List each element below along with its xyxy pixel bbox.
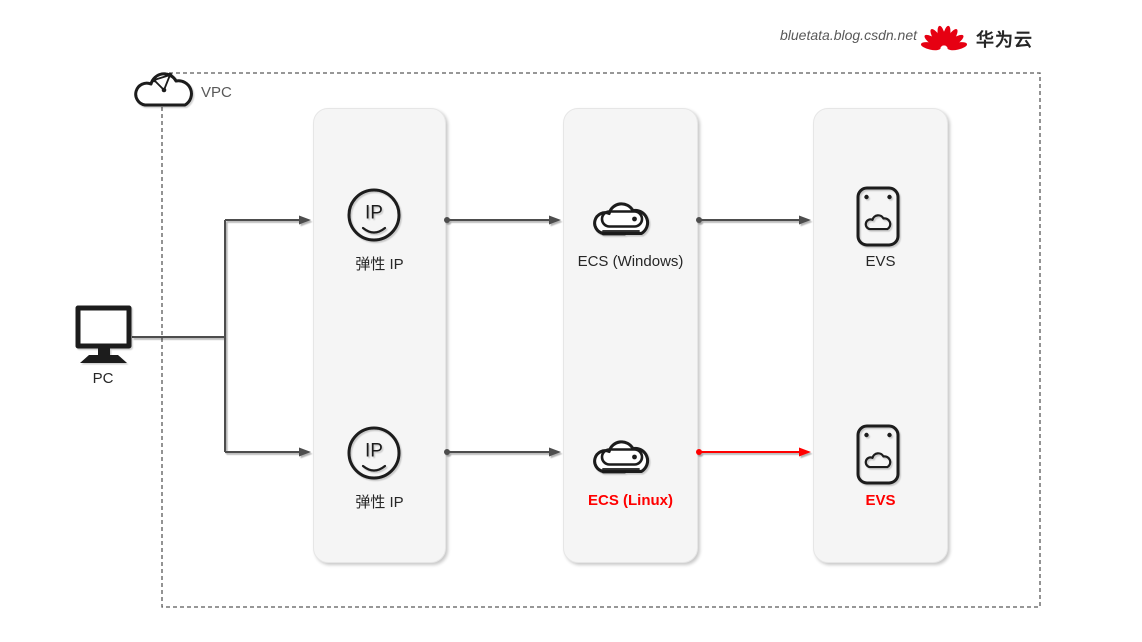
elastic-ip-top-label: 弹性 IP	[355, 256, 404, 273]
vpc-label: VPC	[201, 84, 232, 101]
connectors	[132, 215, 811, 457]
ecs-linux-label: ECS (Linux)	[588, 492, 673, 509]
edge-pc-branch	[132, 215, 311, 457]
vpc-cloud-icon	[134, 72, 193, 107]
huawei-logo-icon	[920, 25, 968, 51]
edge-ecs-windows-to-evs	[696, 215, 811, 225]
ecs-windows-label: ECS (Windows)	[577, 253, 684, 270]
edge-ecs-linux-to-evs-highlighted	[696, 447, 811, 457]
pc-icon	[75, 305, 132, 363]
pc-label: PC	[92, 370, 114, 387]
evs-bottom-label: EVS	[865, 492, 896, 509]
watermark-text: bluetata.blog.csdn.net	[780, 27, 917, 43]
elastic-ip-bottom-label: 弹性 IP	[355, 494, 404, 511]
edge-eip-bottom-to-ecs-linux	[444, 447, 561, 457]
evs-top-label: EVS	[865, 253, 896, 270]
edge-eip-top-to-ecs-windows	[444, 215, 561, 225]
brand-name: 华为云	[976, 30, 1033, 50]
